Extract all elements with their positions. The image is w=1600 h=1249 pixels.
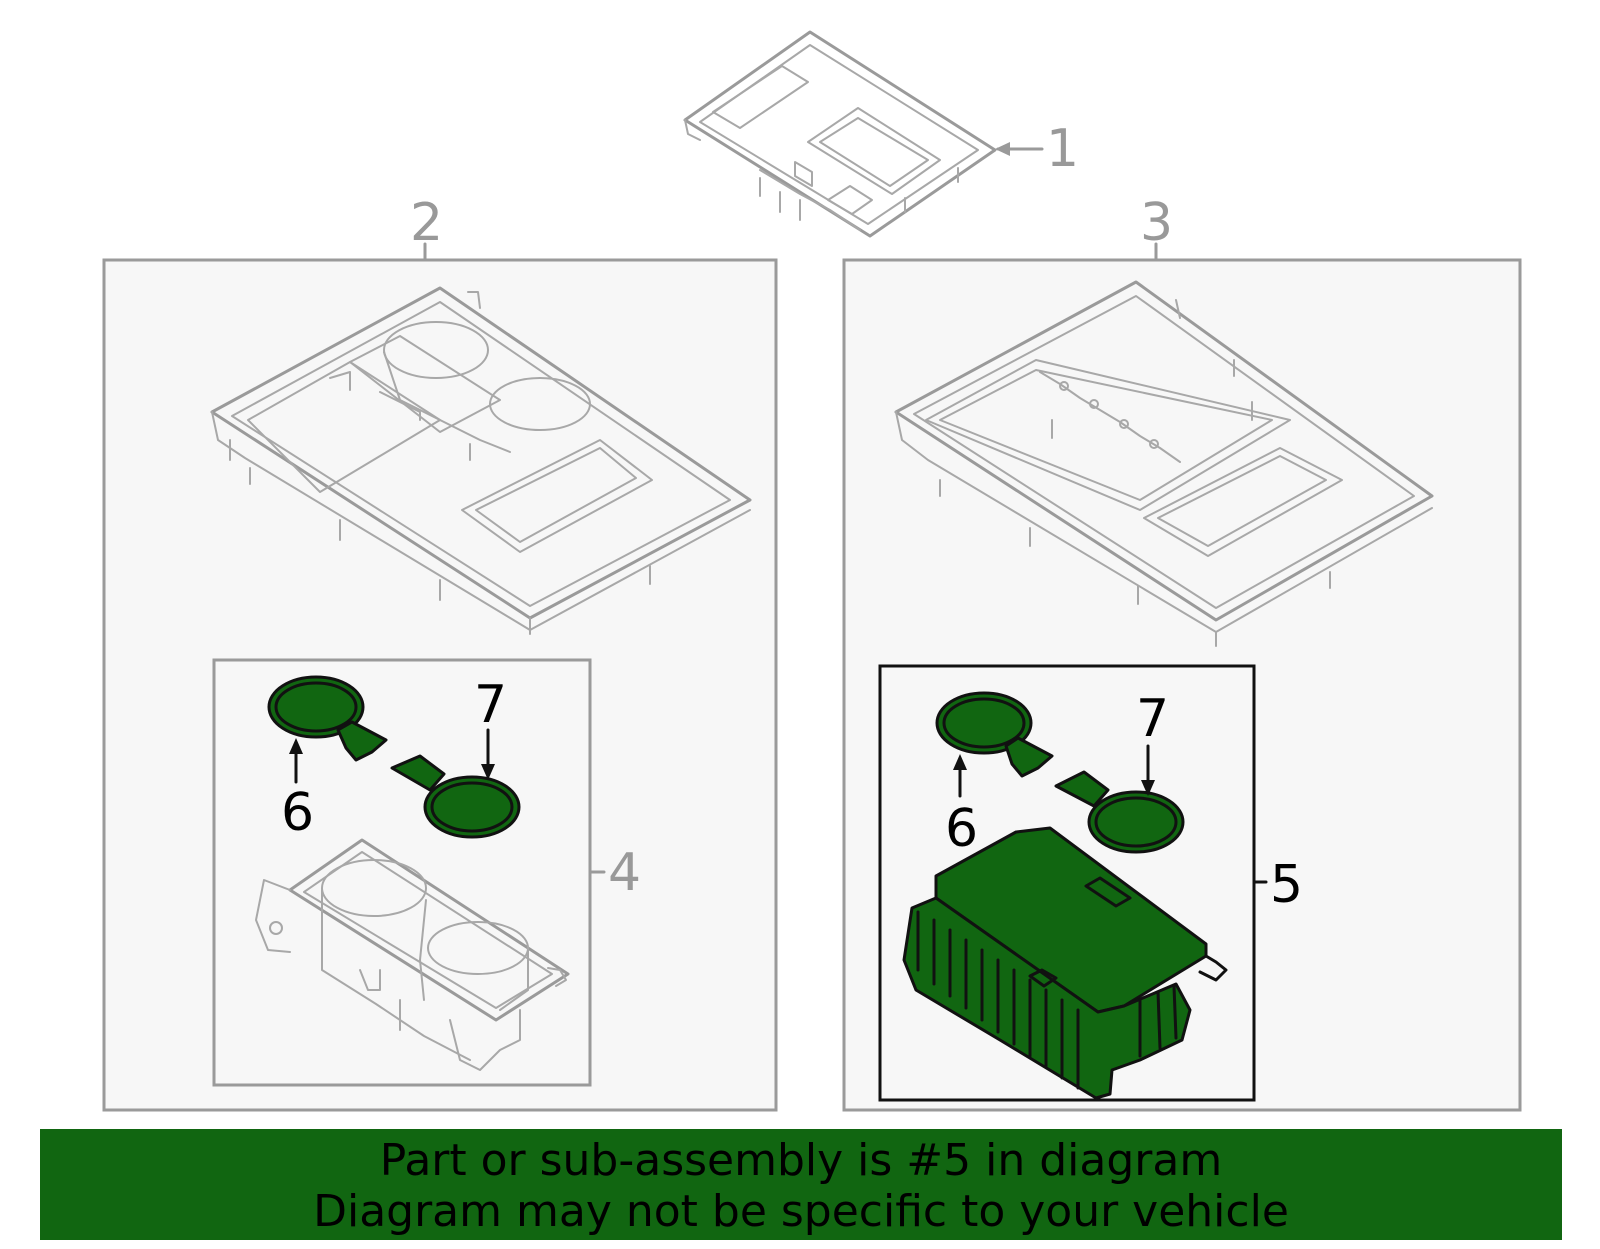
part-1-drawing [683, 30, 997, 238]
part-7-right-drawing [1054, 770, 1185, 854]
callout-5: 5 [1252, 855, 1303, 915]
callout-4: 4 [588, 843, 641, 903]
callout-2-label: 2 [410, 193, 443, 253]
callout-6-right-label: 6 [945, 799, 978, 859]
part-6-right-drawing [935, 691, 1054, 778]
footer-line-1: Part or sub-assembly is #5 in diagram [379, 1135, 1223, 1186]
callout-7-right-label: 7 [1136, 689, 1169, 749]
footer-line-2: Diagram may not be specific to your vehi… [313, 1186, 1289, 1237]
callout-6-left-label: 6 [281, 783, 314, 843]
part-3-drawing [894, 280, 1434, 647]
callout-6-right: 6 [945, 754, 978, 859]
part-2-drawing [210, 286, 752, 635]
part-5-drawing [902, 826, 1228, 1100]
callout-1: 1 [995, 119, 1079, 179]
callout-7-left-label: 7 [474, 675, 507, 735]
part-7-left-drawing [390, 754, 521, 839]
callout-2: 2 [410, 193, 443, 262]
part-4-drawing [255, 838, 570, 1071]
callout-4-label: 4 [608, 843, 641, 903]
footer-banner: Part or sub-assembly is #5 in diagram Di… [40, 1129, 1562, 1240]
callout-6-left: 6 [281, 738, 314, 843]
part-6-left-drawing [267, 675, 388, 762]
callout-1-label: 1 [1046, 119, 1079, 179]
callout-3: 3 [1140, 193, 1173, 262]
callout-5-label: 5 [1270, 855, 1303, 915]
callout-7-right: 7 [1136, 689, 1169, 796]
assembly-4-box [212, 658, 592, 1087]
callout-3-label: 3 [1140, 193, 1173, 253]
callout-7-left: 7 [474, 675, 507, 780]
